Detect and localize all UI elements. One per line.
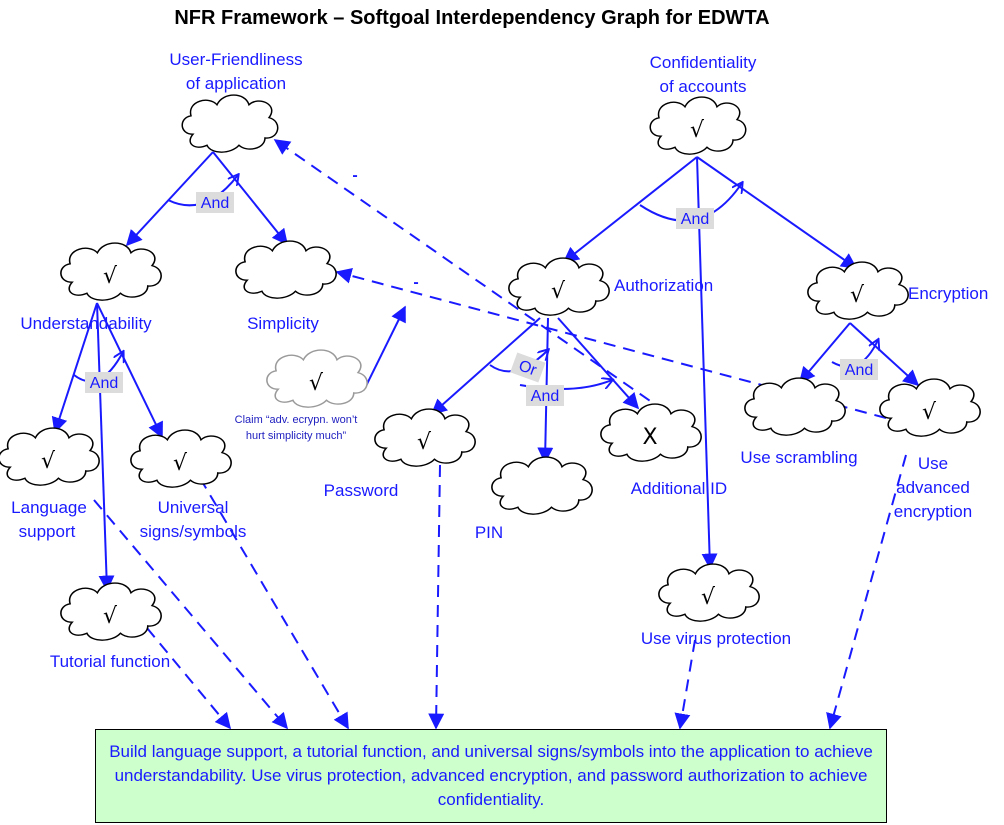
edge-understandability-language	[51, 302, 98, 434]
diagram-title: NFR Framework – Softgoal Interdependency…	[174, 7, 769, 29]
edge-userfriendliness-simplicity	[212, 151, 289, 246]
label-pin: PIN	[475, 523, 503, 542]
dash-password-summary	[428, 464, 445, 730]
label-advanced-encryption-line3: encryption	[894, 502, 972, 521]
label-user-friendliness-line2: of application	[186, 74, 286, 93]
softgoal-cloud-simplicity	[235, 240, 337, 299]
and-label: And	[201, 195, 229, 212]
label-authorization: Authorization	[614, 276, 713, 295]
label-claim-line1: Claim “adv. ecrypn. won’t	[235, 414, 358, 426]
solid-edges	[51, 151, 920, 592]
edge-authorization-additionalid	[557, 317, 640, 410]
satisficed-mark: √	[309, 371, 324, 396]
label-user-friendliness-line1: User-Friendliness	[169, 50, 302, 69]
label-language-line1: Language	[11, 498, 87, 517]
negative-contribution-marker: -	[352, 167, 357, 184]
label-encryption: Encryption	[908, 284, 988, 303]
label-password: Password	[324, 481, 399, 500]
dashed-edges	[93, 139, 907, 730]
and-label: And	[681, 211, 709, 228]
satisficed-mark: √	[103, 264, 118, 289]
satisficed-mark: √	[690, 118, 705, 143]
edge-confidentiality-authorization	[562, 156, 698, 263]
label-confidentiality-line2: of accounts	[660, 77, 747, 96]
label-advanced-encryption-line2: advanced	[896, 478, 970, 497]
label-language-line2: support	[19, 522, 76, 541]
satisficed-mark: √	[173, 451, 188, 476]
label-universal-line1: Universal	[158, 498, 229, 517]
softgoal-cloud-user-friendliness	[181, 94, 279, 153]
edge-claim-contribution	[365, 305, 406, 387]
edge-encryption-scrambling	[798, 322, 851, 384]
label-advanced-encryption-line1: Use	[918, 454, 948, 473]
label-use-virus-protection: Use virus protection	[641, 629, 791, 648]
softgoal-cloud-pin	[491, 456, 593, 515]
decomposition-arcs	[73, 175, 878, 390]
edge-understandability-universal	[96, 302, 163, 439]
dash-tutorial-summary	[146, 627, 232, 730]
edge-understandability-tutorial	[96, 302, 115, 592]
negative-contribution-marker: -	[413, 274, 418, 291]
and-label: And	[531, 388, 559, 405]
edge-authorization-password	[430, 317, 541, 416]
satisficed-mark: √	[103, 604, 118, 629]
satisficed-mark: √	[850, 283, 865, 308]
dash-universal-summary	[199, 477, 349, 730]
summary-box: Build language support, a tutorial funct…	[95, 729, 887, 823]
or-label: Or	[516, 357, 539, 379]
decomposition-labels: And And And Or And And	[85, 192, 878, 406]
dash-advanced-summary	[826, 454, 907, 730]
dash-advancedencryption-simplicity	[335, 267, 887, 419]
softgoal-cloud-use-scrambling	[744, 377, 846, 436]
label-simplicity: Simplicity	[247, 314, 319, 333]
and-label: And	[90, 375, 118, 392]
label-claim-line2: hurt simplicity much”	[246, 430, 347, 442]
dash-virus-summary	[674, 639, 696, 730]
label-additional-id: Additional ID	[631, 479, 727, 498]
and-label: And	[845, 362, 873, 379]
label-universal-line2: signs/symbols	[140, 522, 247, 541]
label-use-scrambling: Use scrambling	[740, 448, 857, 467]
satisficed-mark: √	[922, 400, 937, 425]
dash-language-summary	[93, 499, 289, 730]
edge-encryption-advanced	[849, 322, 920, 387]
edge-userfriendliness-understandability	[125, 151, 214, 247]
node-labels: User-Friendliness of application Confide…	[11, 50, 988, 671]
satisficed-mark: √	[701, 585, 716, 610]
edge-confidentiality-encryption	[696, 156, 858, 269]
label-tutorial-function: Tutorial function	[50, 652, 170, 671]
satisficed-mark: √	[417, 430, 432, 455]
label-understandability: Understandability	[20, 314, 152, 333]
satisficed-mark: √	[41, 449, 56, 474]
denied-mark: X	[642, 425, 657, 450]
satisficed-mark: √	[551, 279, 566, 304]
label-confidentiality-line1: Confidentiality	[650, 53, 757, 72]
